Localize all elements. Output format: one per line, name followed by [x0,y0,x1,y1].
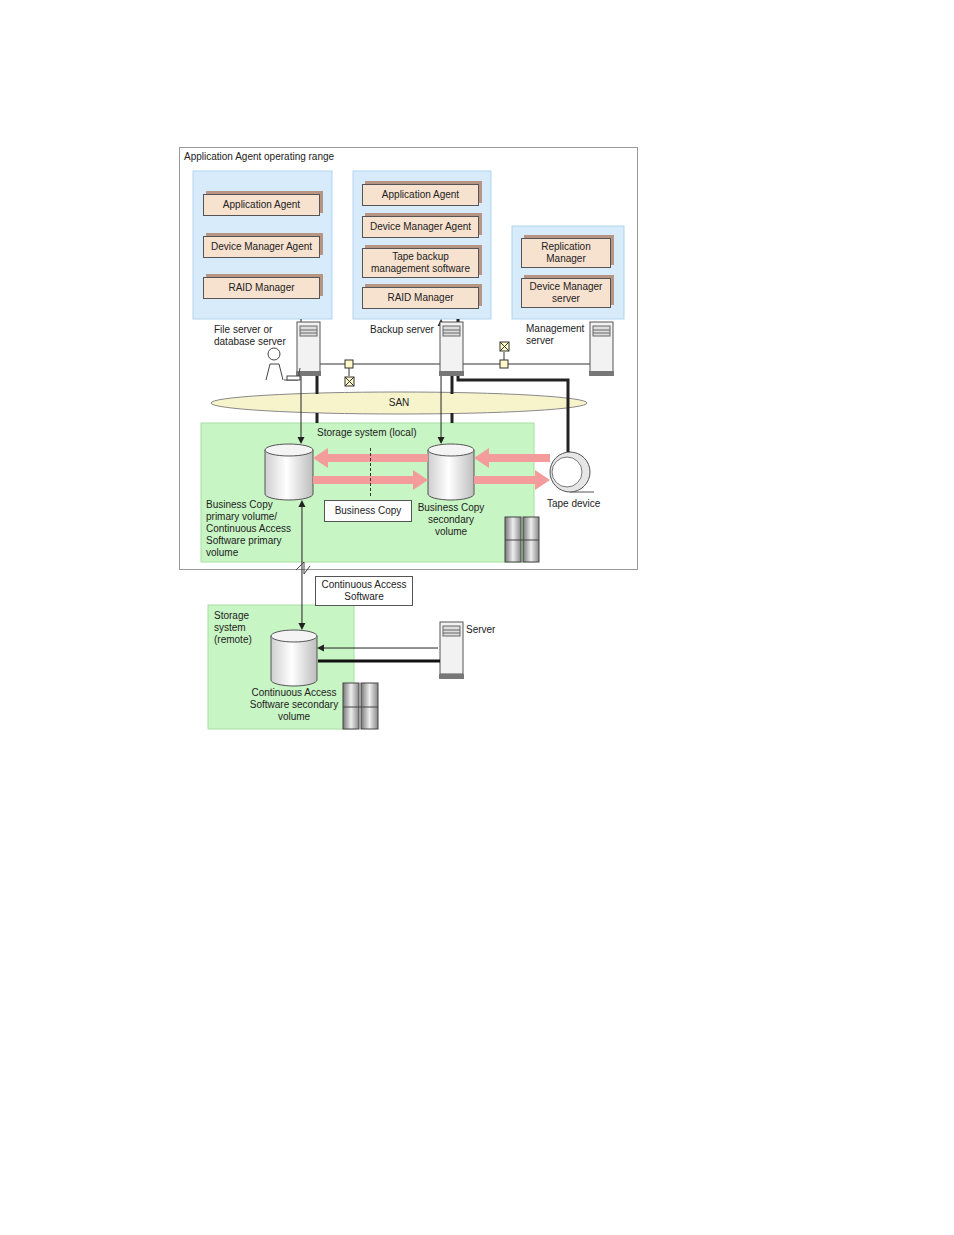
cylinder-body [265,450,313,500]
node-text: Continuous Access Software [320,579,408,603]
component-box: Application Agent [203,194,320,216]
storage-rack-icon [343,517,539,729]
san-stubs [317,376,452,423]
volume-cylinder: Business Copy secondary volume [428,444,474,500]
range-frame: Application Agent operating rangeFile se… [179,147,637,569]
storage-region: Storage system (local) Business Copy prim… [201,423,534,562]
server-panel: File server or database serverApplicatio… [193,171,332,319]
node-text: Management server [526,323,590,347]
label-box: Business Copy [324,500,412,522]
range-outline [180,148,638,570]
node-text: Business Copy [335,505,402,517]
cylinder-top [428,444,474,456]
component-box: Application Agent [362,184,479,206]
san-outline [211,392,587,414]
node-text: Tape device [547,498,600,510]
node-text: Application Agent [223,199,300,211]
component-box: Replication Manager [521,238,611,268]
cylinder-body [428,450,474,500]
san-ellipse: SAN [211,392,587,414]
panel-fill [193,171,332,319]
node-text: Continuous Access Software secondary vol… [247,687,341,723]
label-box: Continuous Access Software [315,576,413,606]
node-text: Application Agent operating range [184,151,334,163]
cylinder-top [265,444,313,456]
storage-fill [201,423,534,562]
component-box: Device Manager Agent [362,216,479,238]
node-text: Storage system (local) [317,427,416,439]
node-text: Storage system (remote) [214,610,266,646]
copy-arrow [474,448,550,468]
node-text: Business Copy secondary volume [411,502,491,538]
cylinder-top [271,630,317,642]
arrow-head [535,470,550,490]
node-text: Business Copy primary volume/ Continuous… [206,499,300,559]
tape-device: Tape device [550,452,590,492]
server-node: Server [438,620,464,680]
arrow-head [474,448,489,468]
node-text: Replication Manager [526,241,606,265]
arrow-head [317,645,324,652]
copy-arrow [474,470,550,490]
tape-reel-inner [552,457,582,487]
remote-thick-wire [318,660,440,663]
node-text: Device Manager server [526,281,606,305]
volume-cylinder: Continuous Access Software secondary vol… [271,630,317,686]
edge-line [323,648,438,649]
server-panel: Backup serverApplication AgentDevice Man… [353,171,491,319]
server-icon [296,322,614,679]
node-text: SAN [389,397,410,409]
arrow-head [298,437,305,444]
edge-line [313,476,414,484]
panel-fill [353,171,491,319]
component-box: RAID Manager [203,277,320,299]
node-text: Tape backup management software [367,251,474,275]
node-text: Device Manager Agent [211,241,312,253]
user-figure [266,348,300,380]
arrow-head [438,437,445,444]
edge-line [488,454,550,462]
line-break-symbol [296,562,310,574]
component-box: RAID Manager [362,287,479,309]
component-box: Device Manager server [521,278,611,308]
arrow-head [298,623,305,630]
node-text: Backup server [370,324,434,336]
arrow-head [298,500,305,507]
tape-reel [550,452,590,492]
arrow-head [313,448,328,468]
node-text: Device Manager Agent [370,221,471,233]
storage-fill [208,605,354,729]
edge-line [327,454,428,462]
storage-region: Storage system (remote)Continuous Access… [208,605,354,729]
node-text: Server [466,624,495,636]
panel-fill [512,226,624,319]
data-path [317,645,438,652]
edge-line [474,476,536,484]
component-box: Tape backup management software [362,248,479,278]
node-text: File server or database server [214,324,294,348]
server-panel: Management serverReplication ManagerDevi… [512,226,624,319]
node-text: RAID Manager [228,282,294,294]
hub-symbol [345,342,509,386]
cylinder-body [271,636,317,686]
node-text: RAID Manager [387,292,453,304]
volume-cylinder: Business Copy primary volume/ Continuous… [265,444,313,500]
component-box: Device Manager Agent [203,236,320,258]
node-text: Application Agent [382,189,459,201]
split-marker [370,448,371,498]
arrow-head [413,470,428,490]
